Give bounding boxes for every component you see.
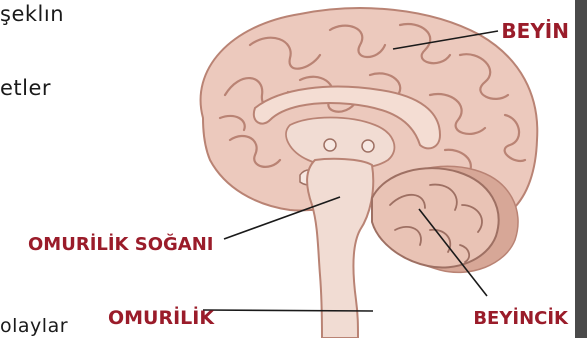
label-omurilik: OMURİLİK xyxy=(108,305,215,329)
label-omurilik-sogani: OMURİLİK SOĞANI xyxy=(28,233,214,255)
leader-omurilik xyxy=(203,310,373,311)
label-beyincik: BEYİNCİK xyxy=(473,307,569,329)
label-beyin: BEYİN xyxy=(501,19,569,43)
figure-edge-strip xyxy=(575,0,587,338)
